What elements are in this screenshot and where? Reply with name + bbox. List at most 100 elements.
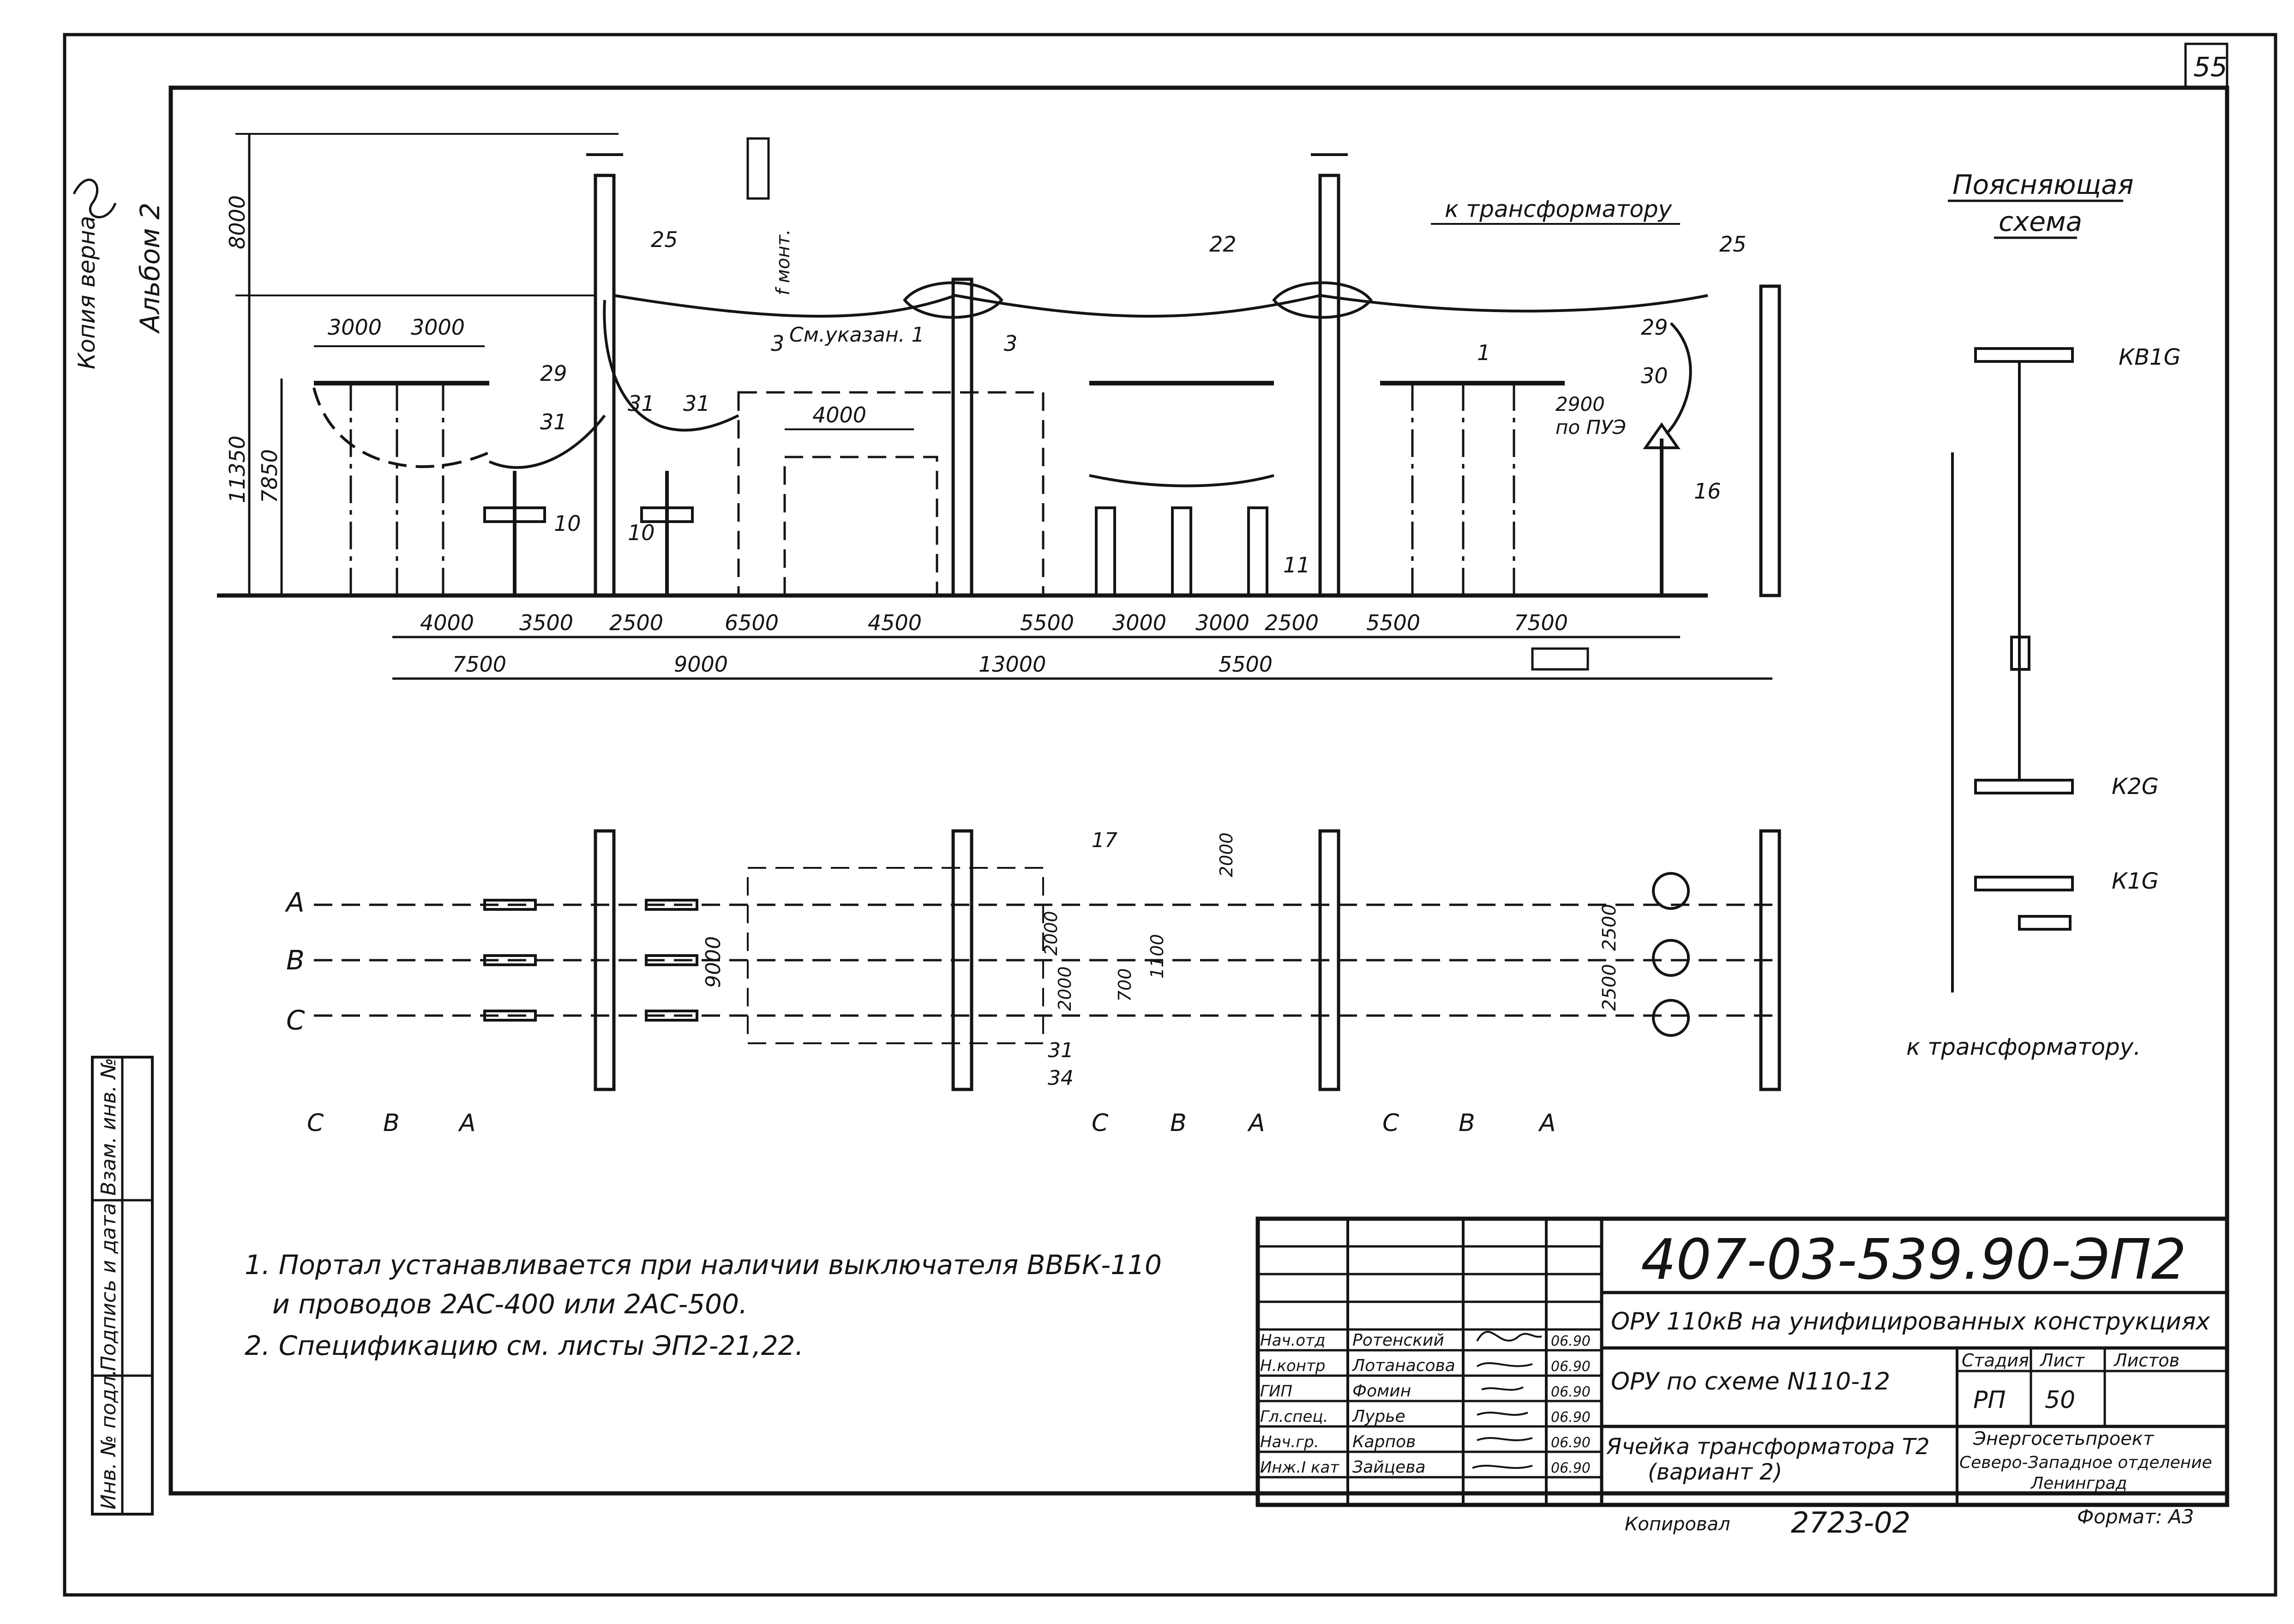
copied-label: Копировал bbox=[1625, 1514, 1730, 1535]
org-line-1: Энергосетьпроект bbox=[1973, 1428, 2155, 1450]
staff-name-2: Лотанасова bbox=[1351, 1356, 1455, 1375]
callout-29b: 29 bbox=[1641, 315, 1668, 340]
callout-25a: 25 bbox=[651, 227, 678, 252]
staff-role-3: ГИП bbox=[1260, 1382, 1292, 1401]
elev-height-3: 7850 bbox=[257, 449, 282, 503]
plan-dim-2500a: 2500 bbox=[1599, 904, 1620, 951]
explanatory-scheme: Поясняющая схема КВ1G К2G К1G к трансфор… bbox=[1906, 169, 2181, 1060]
sheet-outer-border bbox=[63, 33, 2277, 1597]
callout-31b: 31 bbox=[628, 391, 655, 416]
scheme-label-k2g: К2G bbox=[2112, 774, 2159, 800]
plan-dim-700: 700 bbox=[1115, 968, 1135, 1002]
inventory-number: 2723-02 bbox=[1791, 1506, 1910, 1540]
elev-dim2-3: 13000 bbox=[979, 652, 1046, 677]
staff-role-5: Нач.гр. bbox=[1260, 1433, 1319, 1451]
variant-name: (вариант 2) bbox=[1648, 1459, 1782, 1485]
project-name: ОРУ 110кВ на унифицированных конструкция… bbox=[1611, 1308, 2210, 1335]
elev-height-1: 8000 bbox=[225, 195, 250, 249]
staff-role-1: Нач.отд bbox=[1260, 1331, 1325, 1350]
to-transformer-top: к трансформатору bbox=[1445, 196, 1673, 223]
ptue-value: 2900 bbox=[1555, 393, 1605, 415]
album-label: Альбом 2 bbox=[134, 203, 166, 334]
staff-role-4: Гл.спец. bbox=[1260, 1407, 1328, 1426]
staff-role-2: Н.контр bbox=[1260, 1357, 1325, 1375]
document-code: 407-03-539.90-ЭП2 bbox=[1641, 1228, 2186, 1292]
plan-dim-2000a: 2000 bbox=[1041, 911, 1061, 956]
sheet-value: 50 bbox=[2045, 1386, 2075, 1414]
elev-dim-10: 5500 bbox=[1366, 610, 1420, 635]
sheet-header: Лист bbox=[2039, 1350, 2085, 1371]
side-column-3: Инв. № подл. bbox=[97, 1369, 120, 1510]
staff-name-5: Карпов bbox=[1352, 1432, 1416, 1451]
callout-22: 22 bbox=[1209, 232, 1237, 257]
callout-29a: 29 bbox=[540, 361, 567, 386]
sheets-header: Листов bbox=[2113, 1350, 2180, 1371]
callout-31a: 31 bbox=[540, 409, 567, 434]
elev-dim-5: 4500 bbox=[868, 610, 922, 635]
callout-25b: 25 bbox=[1719, 232, 1747, 257]
see-note-label: См.указан. 1 bbox=[789, 323, 925, 347]
elev-dim-11: 7500 bbox=[1514, 610, 1568, 635]
note-2: 2. Спецификацию см. листы ЭП2-21,22. bbox=[245, 1330, 804, 1361]
plan-dim-2000c: 2000 bbox=[1216, 832, 1237, 877]
elev-dim-9: 2500 bbox=[1265, 610, 1319, 635]
elev-dim2-1: 7500 bbox=[452, 652, 506, 677]
note-1: 1. Портал устанавливается при наличии вы… bbox=[245, 1249, 1162, 1281]
staff-date-2: 06.90 bbox=[1551, 1359, 1591, 1375]
signature-mark bbox=[72, 178, 117, 218]
stage-header: Стадия bbox=[1962, 1350, 2029, 1371]
page-number: 55 bbox=[2193, 51, 2228, 83]
plan-dim-1100: 1100 bbox=[1147, 934, 1167, 979]
side-column-1: Взам. инв. № bbox=[97, 1058, 120, 1196]
staff-date-6: 06.90 bbox=[1551, 1460, 1591, 1476]
callout-30: 30 bbox=[1641, 363, 1668, 388]
staff-date-1: 06.90 bbox=[1551, 1333, 1591, 1349]
plan-bottom-C2: C bbox=[1092, 1109, 1109, 1137]
callout-1: 1 bbox=[1477, 340, 1490, 365]
drawing-frame bbox=[168, 85, 2229, 1496]
plan-bottom-C1: C bbox=[307, 1109, 324, 1137]
callout-31c: 31 bbox=[683, 391, 710, 416]
staff-name-6: Зайцева bbox=[1352, 1458, 1425, 1477]
copy-stamp: Копия верна bbox=[73, 216, 100, 369]
scheme-title-2: схема bbox=[1999, 206, 2082, 237]
elev-dim-8: 3000 bbox=[1195, 610, 1249, 635]
staff-name-4: Лурье bbox=[1351, 1407, 1405, 1426]
callout-16: 16 bbox=[1694, 479, 1721, 504]
plan-callout-31: 31 bbox=[1048, 1039, 1074, 1062]
org-line-3: Ленинград bbox=[2030, 1474, 2127, 1493]
staff-date-3: 06.90 bbox=[1551, 1384, 1591, 1400]
elev-dim2-2: 9000 bbox=[674, 652, 728, 677]
staff-role-6: Инж.I кат bbox=[1260, 1458, 1339, 1477]
side-stamp-columns: Взам. инв. № Подпись и дата Инв. № подл. bbox=[91, 1056, 154, 1516]
format-label: Формат: А3 bbox=[2077, 1505, 2194, 1528]
note-1b: и проводов 2АС-400 или 2АС-500. bbox=[272, 1288, 747, 1320]
span-wire-main bbox=[613, 294, 1708, 318]
callout-3b: 3 bbox=[1004, 331, 1017, 356]
callout-11: 11 bbox=[1283, 553, 1310, 577]
scheme-to-transformer: к трансформатору. bbox=[1906, 1034, 2141, 1060]
page-number-box bbox=[2184, 42, 2228, 89]
ptue-label: по ПУЭ bbox=[1555, 416, 1626, 439]
plan-callout-34: 34 bbox=[1048, 1066, 1074, 1090]
plan-dim-9000: 9000 bbox=[702, 936, 725, 988]
org-line-2: Северо-Западное отделение bbox=[1959, 1453, 2212, 1472]
callout-10b: 10 bbox=[628, 520, 655, 545]
notes: 1. Портал устанавливается при наличии вы… bbox=[245, 1249, 1162, 1361]
scheme-label-k1g: К1G bbox=[2112, 868, 2159, 894]
elev-dim-3: 2500 bbox=[609, 610, 663, 635]
elev-dim2-4: 5500 bbox=[1219, 652, 1273, 677]
f-mont-label: f монт. bbox=[773, 229, 794, 295]
title-block: 407-03-539.90-ЭП2 ОРУ 110кВ на унифициро… bbox=[1255, 1216, 2229, 1507]
staff-date-4: 06.90 bbox=[1551, 1409, 1591, 1426]
callout-3a: 3 bbox=[771, 331, 784, 356]
callout-10a: 10 bbox=[554, 511, 581, 536]
plan-view: A B C C B A C B A C B A 9000 2000 2000 1… bbox=[284, 829, 1782, 1137]
elev-height-2: 11350 bbox=[225, 436, 250, 503]
plan-dim-2500b: 2500 bbox=[1599, 964, 1620, 1011]
staff-date-5: 06.90 bbox=[1551, 1435, 1591, 1451]
scheme-name: ОРУ по схеме N110-12 bbox=[1611, 1368, 1890, 1395]
side-column-2: Подпись и дата bbox=[97, 1203, 120, 1371]
elevation-view: 4000 3500 2500 6500 4500 5500 3000 3000 … bbox=[217, 133, 1781, 680]
